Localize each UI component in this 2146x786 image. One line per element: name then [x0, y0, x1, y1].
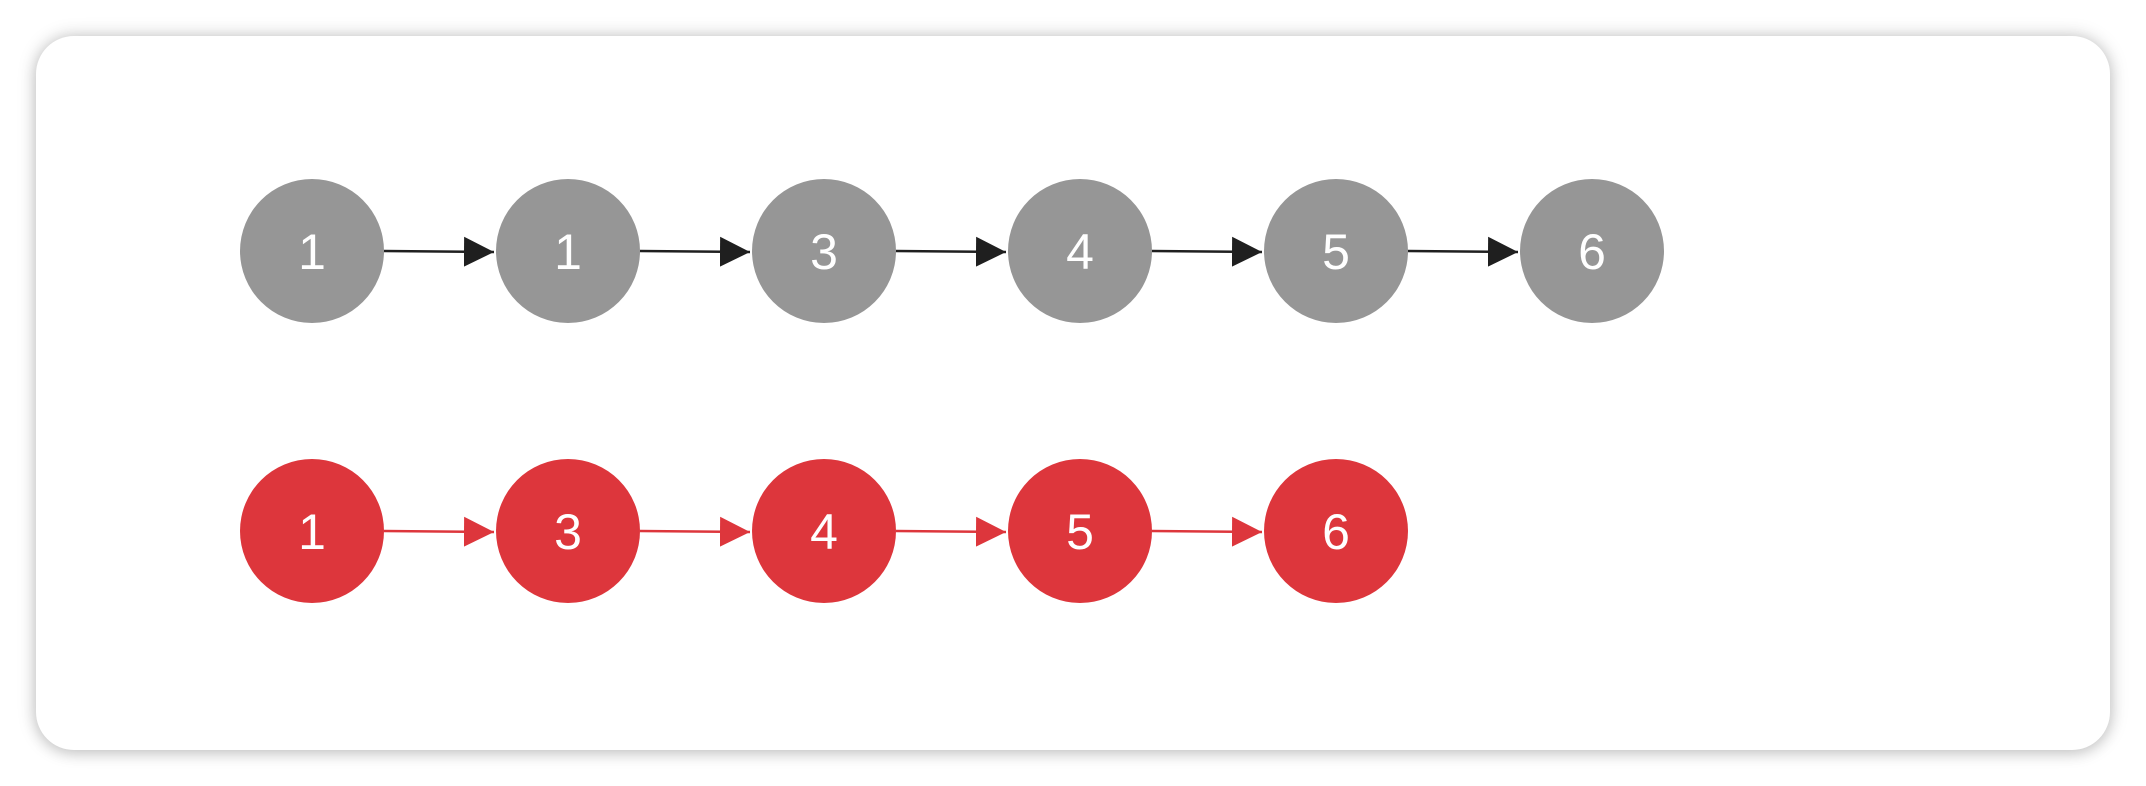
result-arrow: [1151, 516, 1263, 547]
result-node: 4: [752, 459, 896, 603]
original-node-label: 4: [1066, 224, 1094, 280]
result-node: 5: [1008, 459, 1152, 603]
original-node-circle: [496, 179, 640, 323]
result-node: 3: [496, 459, 640, 603]
original-node-label: 6: [1578, 224, 1606, 280]
original-node-circle: [240, 179, 384, 323]
result-node-label: 4: [810, 504, 838, 560]
result-node-label: 5: [1066, 504, 1094, 560]
original-node-circle: [752, 179, 896, 323]
result-node: 6: [1264, 459, 1408, 603]
original-node: 1: [240, 179, 384, 323]
original-node-label: 1: [298, 224, 326, 280]
original-node-circle: [1520, 179, 1664, 323]
result-node-circle: [1008, 459, 1152, 603]
result-node-circle: [496, 459, 640, 603]
original-node: 5: [1264, 179, 1408, 323]
original-node: 4: [1008, 179, 1152, 323]
original-arrow: [639, 236, 751, 267]
original-arrow: [1151, 236, 1263, 267]
original-node: 3: [752, 179, 896, 323]
original-node-label: 5: [1322, 224, 1350, 280]
result-node-circle: [1264, 459, 1408, 603]
result-node-label: 3: [554, 504, 582, 560]
result-node-label: 1: [298, 504, 326, 560]
original-node-label: 1: [554, 224, 582, 280]
original-node: 6: [1520, 179, 1664, 323]
original-node-circle: [1264, 179, 1408, 323]
diagram-card: [36, 36, 2110, 750]
original-arrow: [895, 236, 1007, 267]
result-node-label: 6: [1322, 504, 1350, 560]
original-node: 1: [496, 179, 640, 323]
original-arrow: [383, 236, 495, 267]
original-node-label: 3: [810, 224, 838, 280]
result-list: 1 3 4 5 6: [240, 459, 1408, 603]
result-node: 1: [240, 459, 384, 603]
original-list: 1 1 3 4 5 6: [240, 179, 1664, 323]
result-node-circle: [240, 459, 384, 603]
result-arrow: [639, 516, 751, 547]
original-node-circle: [1008, 179, 1152, 323]
result-arrow: [383, 516, 495, 547]
result-arrow: [895, 516, 1007, 547]
result-node-circle: [752, 459, 896, 603]
original-arrow: [1407, 236, 1519, 267]
